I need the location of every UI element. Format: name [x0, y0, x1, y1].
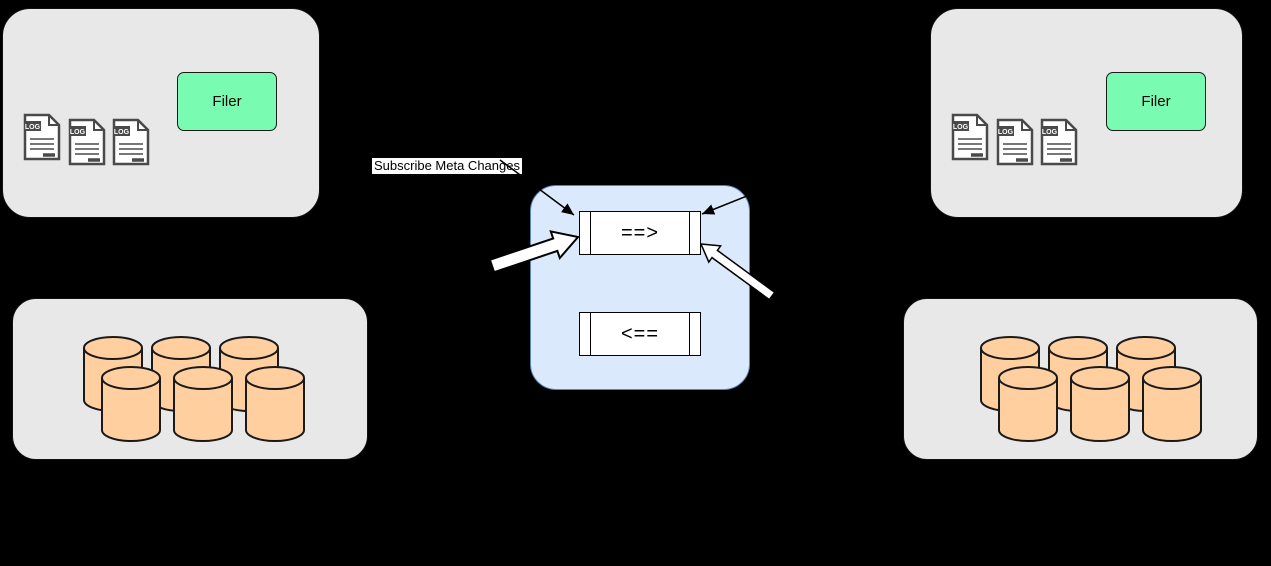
doc-lines — [1047, 143, 1071, 155]
log-badge — [997, 126, 1014, 136]
log-file-icon: LOG — [68, 118, 106, 166]
doc-fold — [1065, 120, 1076, 131]
cluster-bottom-right — [903, 298, 1258, 460]
arrow-to-left-volumes — [367, 365, 521, 397]
log-badge — [69, 126, 86, 136]
doc-lines — [119, 143, 143, 155]
queue-backward: <== — [579, 312, 701, 356]
log-badge — [24, 121, 41, 131]
log-badge — [1041, 126, 1058, 136]
doc-lines — [75, 143, 99, 155]
log-badge-label: LOG — [1042, 129, 1058, 136]
log-badge-label: LOG — [70, 129, 86, 136]
queue-forward-label: ==> — [620, 221, 660, 244]
doc-fold — [976, 115, 987, 126]
filer-label: Filer — [1141, 93, 1171, 110]
doc-lines — [1003, 143, 1027, 155]
doc-fold — [137, 120, 148, 131]
volume-cylinder — [1142, 366, 1202, 442]
cluster-top-right: LOG LOG LOG Filer — [930, 8, 1243, 218]
volume-cylinder — [101, 366, 161, 442]
volume-cylinder — [998, 366, 1058, 442]
log-badge-label: LOG — [114, 129, 130, 136]
cluster-top-left: LOG LOG LOG Filer — [2, 8, 320, 218]
log-file-icon: LOG — [1040, 118, 1078, 166]
log-badge-label: LOG — [953, 124, 969, 131]
doc-fold — [93, 120, 104, 131]
volume-cylinder — [173, 366, 233, 442]
log-badge-label: LOG — [25, 124, 41, 131]
log-file-icon: LOG — [23, 113, 61, 161]
doc-fold — [48, 115, 59, 126]
volume-cylinder — [245, 366, 305, 442]
sync-center-box: ==> <== — [530, 185, 750, 390]
cluster-bottom-left — [12, 298, 368, 460]
log-badge — [113, 126, 130, 136]
queue-forward: ==> — [579, 211, 701, 255]
queue-backward-label: <== — [620, 322, 660, 345]
log-file-icon: LOG — [112, 118, 150, 166]
log-file-icon: LOG — [996, 118, 1034, 166]
volume-cylinder — [1070, 366, 1130, 442]
subscribe-meta-changes-label: Subscribe Meta Changes — [372, 158, 522, 174]
filer-label: Filer — [212, 93, 242, 110]
doc-lines — [958, 138, 982, 150]
filer-box-left: Filer — [177, 72, 277, 131]
log-file-icon: LOG — [951, 113, 989, 161]
doc-fold — [1021, 120, 1032, 131]
doc-lines — [30, 138, 54, 150]
filer-box-right: Filer — [1106, 72, 1206, 131]
log-badge-label: LOG — [998, 129, 1014, 136]
log-badge — [952, 121, 969, 131]
